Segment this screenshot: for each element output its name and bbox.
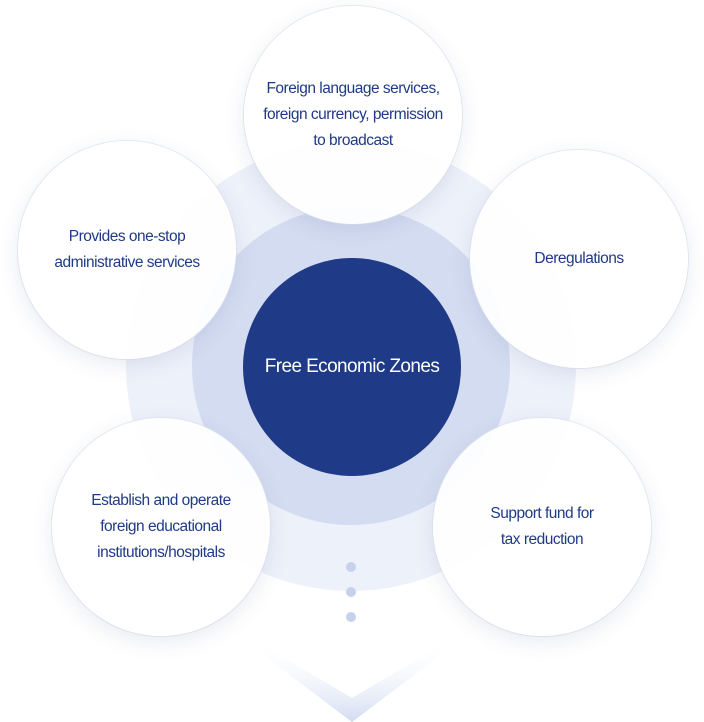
ellipsis-dot: [346, 587, 356, 597]
down-chevron-icon: [254, 640, 450, 722]
node-line: foreign educational: [100, 518, 222, 535]
node-line: Support fund for: [490, 505, 594, 522]
node-line: Deregulations: [534, 250, 624, 267]
node-line: Foreign language services,: [266, 80, 440, 97]
ellipsis-dot: [346, 562, 356, 572]
ellipsis-dot: [346, 612, 356, 622]
center-label: Free Economic Zones: [264, 356, 440, 377]
node-line: Provides one-stop: [68, 228, 186, 245]
node-line: to broadcast: [313, 132, 393, 149]
node-line: administrative services: [54, 254, 200, 271]
node-line: Establish and operate: [91, 492, 231, 509]
node-line: tax reduction: [500, 531, 584, 548]
node-deregulations: Deregulations: [470, 150, 688, 368]
node-support-fund: Support fund for tax reduction: [433, 418, 651, 636]
center-circle: Free Economic Zones: [243, 258, 461, 476]
node-foreign-services: Foreign language services, foreign curre…: [244, 6, 462, 224]
node-one-stop-services: Provides one-stop administrative service…: [18, 141, 236, 359]
node-line: foreign currency, permission: [263, 106, 443, 123]
node-line: institutions/hospitals: [97, 544, 225, 561]
node-educational-institutions: Establish and operate foreign educationa…: [52, 418, 270, 636]
